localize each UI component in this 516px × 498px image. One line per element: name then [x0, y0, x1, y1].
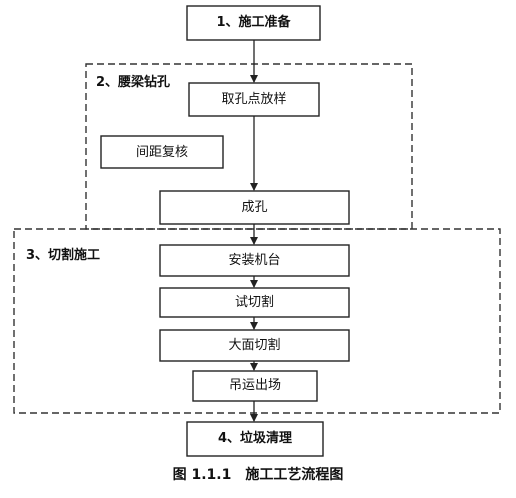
box-prepare [186, 5, 321, 41]
group-cutting-title: 3、切割施工 [26, 248, 101, 263]
step-install-label: 安装机台 [228, 253, 281, 268]
step-cleanup-label: 4、垃圾清理 [217, 431, 293, 446]
group-cutting-region [13, 228, 501, 414]
step-prepare-label: 1、施工准备 [216, 15, 291, 30]
box-recheck [100, 135, 224, 169]
group-drilling-title: 2、腰梁钻孔 [96, 75, 171, 90]
box-layout [188, 82, 320, 117]
step-layout-label: 取孔点放样 [221, 92, 287, 107]
figure-caption: 图 1.1.1 施工工艺流程图 [172, 467, 344, 483]
step-trial-cut-label: 试切割 [234, 295, 274, 310]
box-surface-cut [159, 329, 350, 362]
box-hole [159, 190, 350, 225]
step-surface-cut-label: 大面切割 [228, 338, 281, 353]
step-hole-label: 成孔 [241, 200, 268, 215]
box-trial-cut [159, 287, 350, 318]
box-cleanup [186, 421, 324, 457]
step-hoist-label: 吊运出场 [228, 378, 281, 393]
box-install [159, 244, 350, 277]
box-hoist [192, 370, 318, 402]
step-recheck-label: 间距复核 [135, 145, 188, 160]
